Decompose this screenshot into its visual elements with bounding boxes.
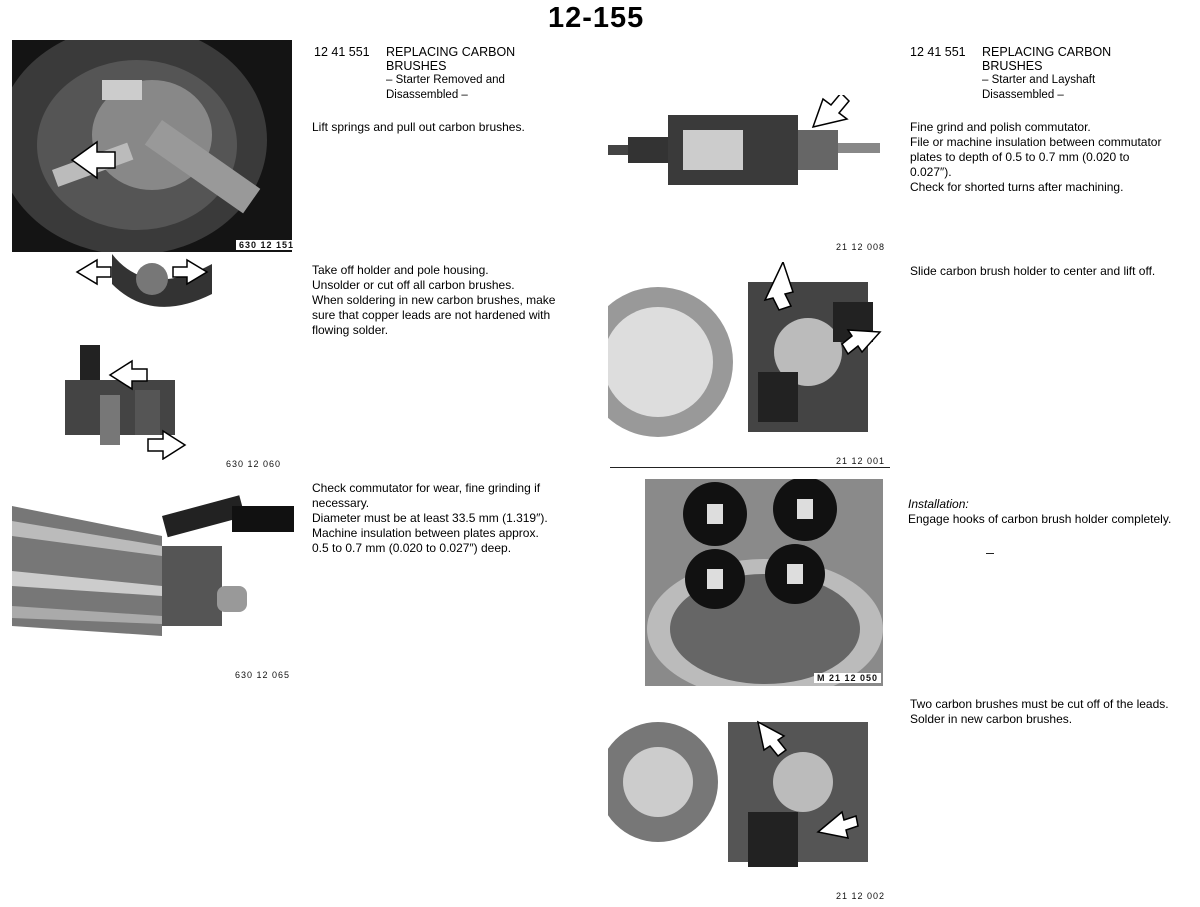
heading-title-line2: BRUSHES [982, 59, 1043, 73]
figure-label: 630 12 065 [235, 670, 291, 680]
figure-label: 630 12 151 [236, 240, 298, 250]
figure-label: 630 12 060 [226, 459, 282, 469]
figure-label: 21 12 002 [836, 891, 886, 901]
photo-brush-holder-center [608, 262, 888, 468]
figure-label: 21 12 001 [836, 456, 886, 466]
page-number: 12-155 [548, 2, 645, 34]
photo-brush-holder-parts [40, 335, 195, 460]
photo-starter-brushes [12, 40, 292, 252]
step-text: Two carbon brushes must be cut off of th… [910, 697, 1169, 726]
heading-title-line2: BRUSHES [386, 59, 447, 73]
step-text: Slide carbon brush holder to center and … [910, 264, 1156, 278]
installation-heading: Installation: [908, 497, 969, 511]
heading-subtitle-line2: Disassembled – [386, 89, 468, 101]
figure-label: M 21 12 050 [814, 673, 882, 683]
step-text: Lift springs and pull out carbon brushes… [312, 120, 525, 134]
caption-rule [610, 467, 890, 468]
photo-brush-holder-installed [645, 479, 883, 686]
step-text: Check commutator for wear, fine grinding… [312, 481, 548, 555]
photo-armature [608, 95, 880, 200]
step-text: Take off holder and pole housing. Unsold… [312, 263, 556, 337]
dash-mark [986, 553, 994, 554]
photo-brushes-cut-leads [608, 712, 886, 882]
operation-code: 12 41 551 [910, 45, 966, 59]
operation-code: 12 41 551 [314, 45, 370, 59]
step-installation: Installation:Engage hooks of carbon brus… [908, 482, 1198, 527]
heading-title-line1: REPLACING CARBON [386, 45, 516, 59]
heading-title-line1: REPLACING CARBON [982, 45, 1112, 59]
step-text: Fine grind and polish commutator. File o… [910, 120, 1162, 194]
photo-holder-pole-housing [72, 254, 222, 322]
heading-subtitle-line2: Disassembled – [982, 89, 1064, 101]
heading-subtitle-line1: – Starter and Layshaft [982, 74, 1096, 86]
step-text: Engage hooks of carbon brush holder comp… [908, 512, 1172, 526]
figure-label: 21 12 008 [836, 242, 886, 252]
photo-commutator-wear [12, 476, 294, 643]
heading-subtitle-line1: – Starter Removed and [386, 74, 505, 86]
